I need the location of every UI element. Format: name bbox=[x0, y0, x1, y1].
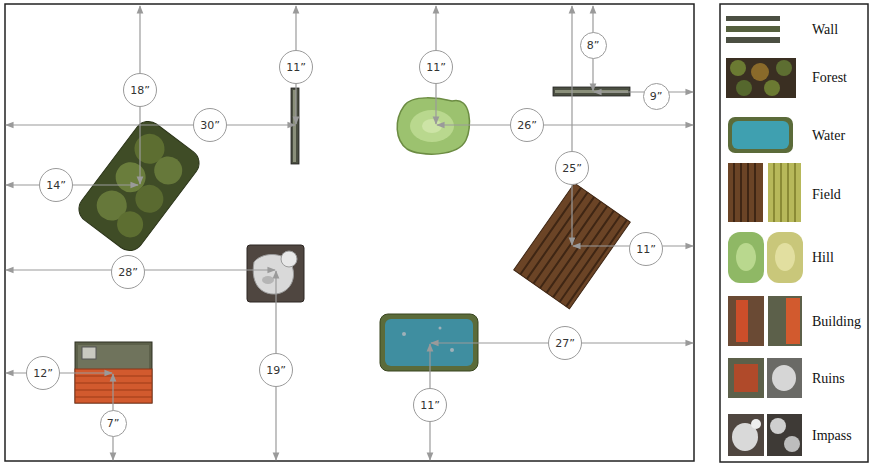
table-border bbox=[5, 4, 694, 461]
ruins-sample-part bbox=[772, 365, 796, 391]
impass-piece-part bbox=[262, 276, 274, 284]
impass-sample-part bbox=[784, 436, 800, 452]
legend-border bbox=[720, 4, 868, 462]
dimension-lines-part bbox=[571, 6, 572, 245]
legend-text: Building bbox=[812, 314, 861, 330]
forest-piece bbox=[73, 116, 204, 256]
legend-text: Ruins bbox=[812, 371, 845, 387]
building-piece-part bbox=[78, 345, 149, 369]
hill-piece-part bbox=[422, 119, 442, 133]
wall-sample-part bbox=[726, 26, 780, 32]
forest-sample-part bbox=[764, 80, 780, 96]
forest-piece-part bbox=[112, 206, 148, 242]
impass-piece-part bbox=[281, 251, 297, 267]
dimension-label: 9” bbox=[643, 83, 670, 110]
forest-sample bbox=[726, 58, 796, 98]
dimension-lines bbox=[6, 6, 693, 460]
dimension-label: 12” bbox=[26, 356, 60, 390]
wall-piece-part bbox=[291, 88, 299, 164]
hill-piece bbox=[397, 98, 469, 154]
forest-sample-part bbox=[730, 60, 746, 76]
dimension-label: 11” bbox=[419, 50, 453, 84]
dimension-label: 28” bbox=[111, 255, 145, 289]
wall-sample-part bbox=[726, 16, 780, 21]
legend-text: Hill bbox=[812, 250, 834, 266]
legend-text: Wall bbox=[812, 22, 838, 38]
impass-sample bbox=[728, 414, 802, 456]
field-sample-part bbox=[734, 163, 755, 222]
legend-text: Impass bbox=[812, 428, 852, 444]
legend-text: Water bbox=[812, 128, 845, 144]
building-piece-part bbox=[82, 347, 96, 359]
building-sample bbox=[728, 296, 802, 346]
impass-sample-part bbox=[767, 414, 802, 456]
building-sample-part bbox=[736, 300, 748, 342]
water-piece-part bbox=[439, 327, 442, 330]
dimension-label: 11” bbox=[413, 388, 447, 422]
forest-sample-part bbox=[776, 60, 792, 76]
forest-sample-part bbox=[726, 58, 796, 98]
hill-piece-part bbox=[410, 110, 454, 142]
water-sample-part bbox=[732, 121, 789, 149]
dimension-label: 11” bbox=[629, 232, 663, 266]
impass-sample-part bbox=[728, 414, 764, 456]
impass-sample-part bbox=[751, 419, 761, 429]
dimension-label: 30” bbox=[193, 108, 227, 142]
forest-sample-part bbox=[751, 63, 769, 81]
field-sample bbox=[728, 163, 801, 222]
forest-piece-part bbox=[73, 116, 204, 256]
water-piece-part bbox=[450, 348, 454, 352]
field-piece-part bbox=[520, 188, 627, 307]
ruins-sample-part bbox=[728, 358, 764, 398]
forest-piece-part bbox=[149, 151, 188, 190]
hill-sample-part bbox=[767, 232, 803, 283]
ruins-sample-part bbox=[734, 364, 758, 392]
hill-sample-part bbox=[728, 232, 764, 283]
dimension-lines-part bbox=[6, 124, 295, 125]
building-sample-part bbox=[768, 296, 802, 346]
legend-text: Field bbox=[812, 187, 841, 203]
ruins-sample-part bbox=[767, 358, 802, 398]
dimension-label: 14” bbox=[39, 168, 73, 202]
dimension-label: 11” bbox=[279, 50, 313, 84]
impass-sample-part bbox=[770, 418, 786, 434]
legend-text: Forest bbox=[812, 70, 847, 86]
building-sample-part bbox=[728, 296, 764, 346]
hill-sample-part bbox=[736, 243, 756, 271]
dimension-label: 7” bbox=[100, 410, 127, 437]
water-sample-part bbox=[728, 117, 793, 153]
water-sample bbox=[728, 117, 793, 153]
dimension-label: 8” bbox=[580, 32, 607, 59]
dimension-label: 26” bbox=[510, 108, 544, 142]
wall-sample bbox=[726, 16, 780, 43]
hill-sample bbox=[728, 232, 803, 283]
hill-sample-part bbox=[775, 243, 795, 271]
field-sample-part bbox=[768, 163, 801, 222]
water-piece-part bbox=[402, 332, 406, 336]
wall-sample-part bbox=[726, 37, 780, 43]
field-sample-part bbox=[728, 163, 763, 222]
ruins-sample bbox=[728, 358, 802, 398]
dimension-label: 25” bbox=[555, 151, 589, 185]
wall-piece bbox=[291, 88, 299, 164]
field-sample-part bbox=[774, 163, 795, 222]
dimension-label: 18” bbox=[123, 73, 157, 107]
dimension-label: 19” bbox=[259, 353, 293, 387]
building-sample-part bbox=[786, 298, 800, 344]
dimension-lines-part bbox=[437, 124, 693, 125]
dimension-label: 27” bbox=[548, 326, 582, 360]
forest-sample-part bbox=[736, 80, 752, 96]
hill-piece-part bbox=[397, 98, 469, 154]
